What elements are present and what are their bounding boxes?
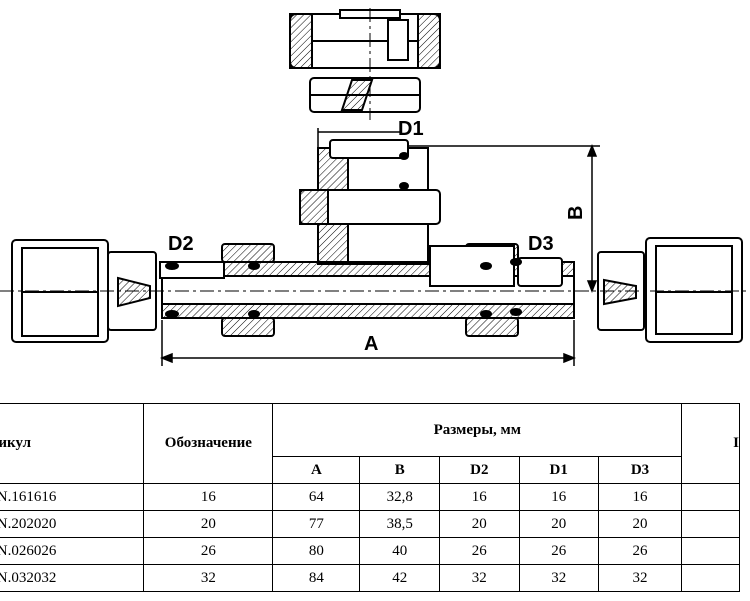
cell-b: 40 [359,537,441,565]
header-article: тикул [0,403,145,484]
cell-a: 77 [272,510,361,538]
dimension-a [159,320,577,366]
cell-designation: 20 [143,510,274,538]
cell-article: .N.032032 [0,564,145,592]
dimension-d1 [317,128,400,188]
cell-article: .N.161616 [0,483,145,511]
cell-d3: 32 [597,564,683,592]
table-row: .N.032032 32 84 42 32 32 32 [0,564,740,592]
header-col-d3: D3 [597,456,683,484]
label-d3: D3 [528,233,554,255]
cell-empty [681,564,740,592]
cell-article: .N.202020 [0,510,145,538]
cell-d2: 16 [439,483,520,511]
cell-designation: 32 [143,564,274,592]
cell-d2: 20 [439,510,520,538]
header-last-fragment: І [681,403,740,484]
table-row: .N.161616 16 64 32,8 16 16 16 [0,483,740,511]
cell-designation: 16 [143,483,274,511]
table-row: .N.202020 20 77 38,5 20 20 20 [0,510,740,538]
cell-d2: 32 [439,564,520,592]
cell-d3: 20 [597,510,683,538]
o-rings [165,152,522,318]
cell-a: 64 [272,483,361,511]
table-header-row: тикул Обозначение Размеры, мм І [0,403,740,484]
cell-b: 42 [359,564,441,592]
cell-designation: 26 [143,537,274,565]
top-nut [289,9,441,69]
header-col-b: B [359,456,441,484]
cell-a: 84 [272,564,361,592]
cell-d1: 20 [518,510,599,538]
cell-empty [681,510,740,538]
cell-d2: 26 [439,537,520,565]
label-d1: D1 [398,118,424,140]
cell-d3: 16 [597,483,683,511]
cell-d3: 26 [597,537,683,565]
right-nut [597,237,743,343]
cell-empty [681,483,740,511]
dimensions-table: тикул Обозначение Размеры, мм І A B D2 D… [0,403,740,592]
cell-a: 80 [272,537,361,565]
cell-empty [681,537,740,565]
cell-b: 32,8 [359,483,441,511]
label-b: B [565,206,587,220]
cell-article: .N.026026 [0,537,145,565]
header-col-a: A [272,456,361,484]
header-col-d2: D2 [439,456,520,484]
header-dimensions: Размеры, мм [272,403,683,457]
top-ring [309,77,421,113]
header-designation: Обозначение [143,403,274,484]
cell-b: 38,5 [359,510,441,538]
label-a: A [364,333,378,355]
tee-fitting-drawing: D1 B A D2 D3 [0,8,750,366]
table-row: .N.026026 26 80 40 26 26 26 [0,537,740,565]
table-subheader-row: A B D2 D1 D3 [0,456,740,484]
cell-d1: 32 [518,564,599,592]
dimension-b [408,143,600,294]
cell-d1: 16 [518,483,599,511]
label-d2: D2 [168,233,194,255]
cell-d1: 26 [518,537,599,565]
header-col-d1: D1 [518,456,599,484]
tee-body [159,139,575,337]
